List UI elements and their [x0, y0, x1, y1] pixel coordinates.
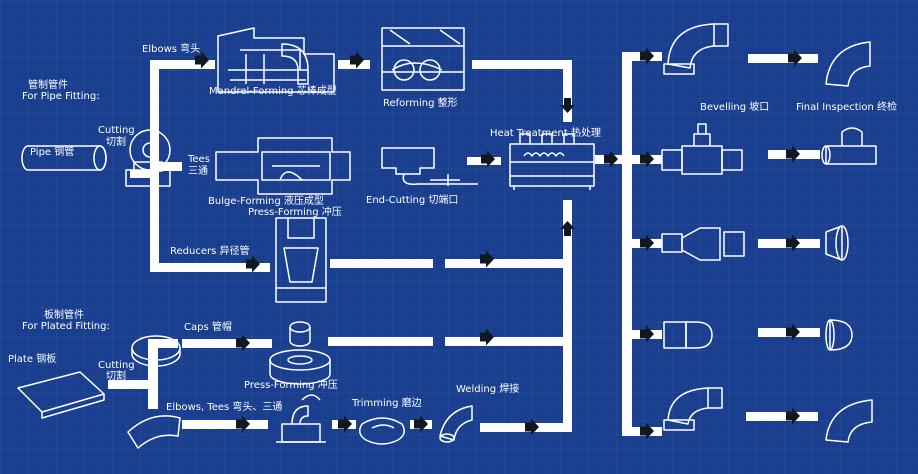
- elbow-blank-icon: [127, 415, 181, 449]
- pipe-label: Pipe 钢管: [30, 147, 75, 158]
- cap-blank-icon: [131, 335, 181, 367]
- cutting-top-label-cn: 切割: [106, 137, 126, 148]
- end-cutting-label: End-Cutting 切端口: [366, 195, 459, 206]
- final-elbow-bottom-icon: [825, 399, 873, 443]
- bulge-forming-label: Bulge-Forming 液压成型: [208, 196, 324, 207]
- steel-plate-icon: [17, 371, 105, 419]
- saw-cutter-icon: [125, 129, 171, 187]
- plate-group-title-cn: 板制管件: [44, 310, 84, 321]
- bevelling-label: Bevelling 坡口: [700, 102, 770, 113]
- arrow-marks: [195, 47, 802, 440]
- cutting-bottom-label-en: Cutting: [98, 360, 135, 371]
- bevelled-tee-icon: [661, 123, 743, 175]
- heat-treatment-furnace-icon: [509, 133, 595, 190]
- final-cap-icon: [825, 319, 853, 351]
- tees-label-cn: 三通: [188, 166, 208, 177]
- heat-treatment-label: Heat Treatment 热处理: [490, 128, 601, 139]
- cutting-top-label-en: Cutting: [98, 125, 135, 136]
- tees-label-en: Tees: [188, 154, 210, 165]
- pipe-group-title-cn: 管制管件: [28, 80, 68, 91]
- equipment-illustrations: [17, 23, 877, 449]
- elbows-label: Elbows 弯头: [142, 44, 201, 55]
- end-cutting-machine-icon: [381, 147, 478, 186]
- welding-label: Welding 焊接: [456, 384, 520, 395]
- reducer-press-icon: [275, 217, 327, 303]
- cutting-bottom-label-cn: 切割: [106, 371, 126, 382]
- plate-label: Plate 钢板: [8, 354, 57, 365]
- final-elbow-top-icon: [825, 41, 871, 87]
- mandrel-forming-machine-icon: [217, 27, 335, 93]
- welded-elbow-icon: [439, 405, 473, 443]
- mandrel-forming-label: Mandrel-Forming 芯棒成型: [209, 86, 337, 97]
- trimmed-part-icon: [359, 417, 405, 445]
- final-tee-icon: [821, 127, 877, 165]
- plate-group-title-en: For Plated Fitting:: [22, 321, 110, 332]
- reducers-label: Reducers 异径管: [170, 246, 250, 257]
- bulge-forming-machine-icon: [215, 137, 351, 195]
- press-forming-top-label: Press-Forming 冲压: [248, 207, 342, 218]
- bevelled-cap-icon: [663, 321, 713, 349]
- press-die-icon: [269, 321, 331, 385]
- reforming-label: Reforming 整形: [383, 98, 458, 109]
- bevelled-elbow-top-icon: [663, 23, 729, 75]
- bevelled-elbow-bottom-icon: [663, 387, 723, 431]
- bevelled-reducer-icon: [661, 227, 745, 261]
- trimming-label: Trimming 磨边: [352, 398, 422, 409]
- press-forming-bottom-label: Press-Forming 冲压: [244, 380, 338, 391]
- caps-label: Caps 管帽: [184, 322, 232, 333]
- final-inspection-label: Final Inspection 终检: [796, 102, 898, 113]
- pipe-group-title-en: For Pipe Fitting:: [22, 91, 100, 102]
- elbows-tees-label: Elbows, Tees 弯头、三通: [166, 402, 283, 413]
- pipe-icon: [21, 145, 107, 171]
- reforming-press-icon: [381, 27, 465, 91]
- elbow-press-icon: [276, 394, 326, 443]
- final-reducer-icon: [825, 225, 849, 261]
